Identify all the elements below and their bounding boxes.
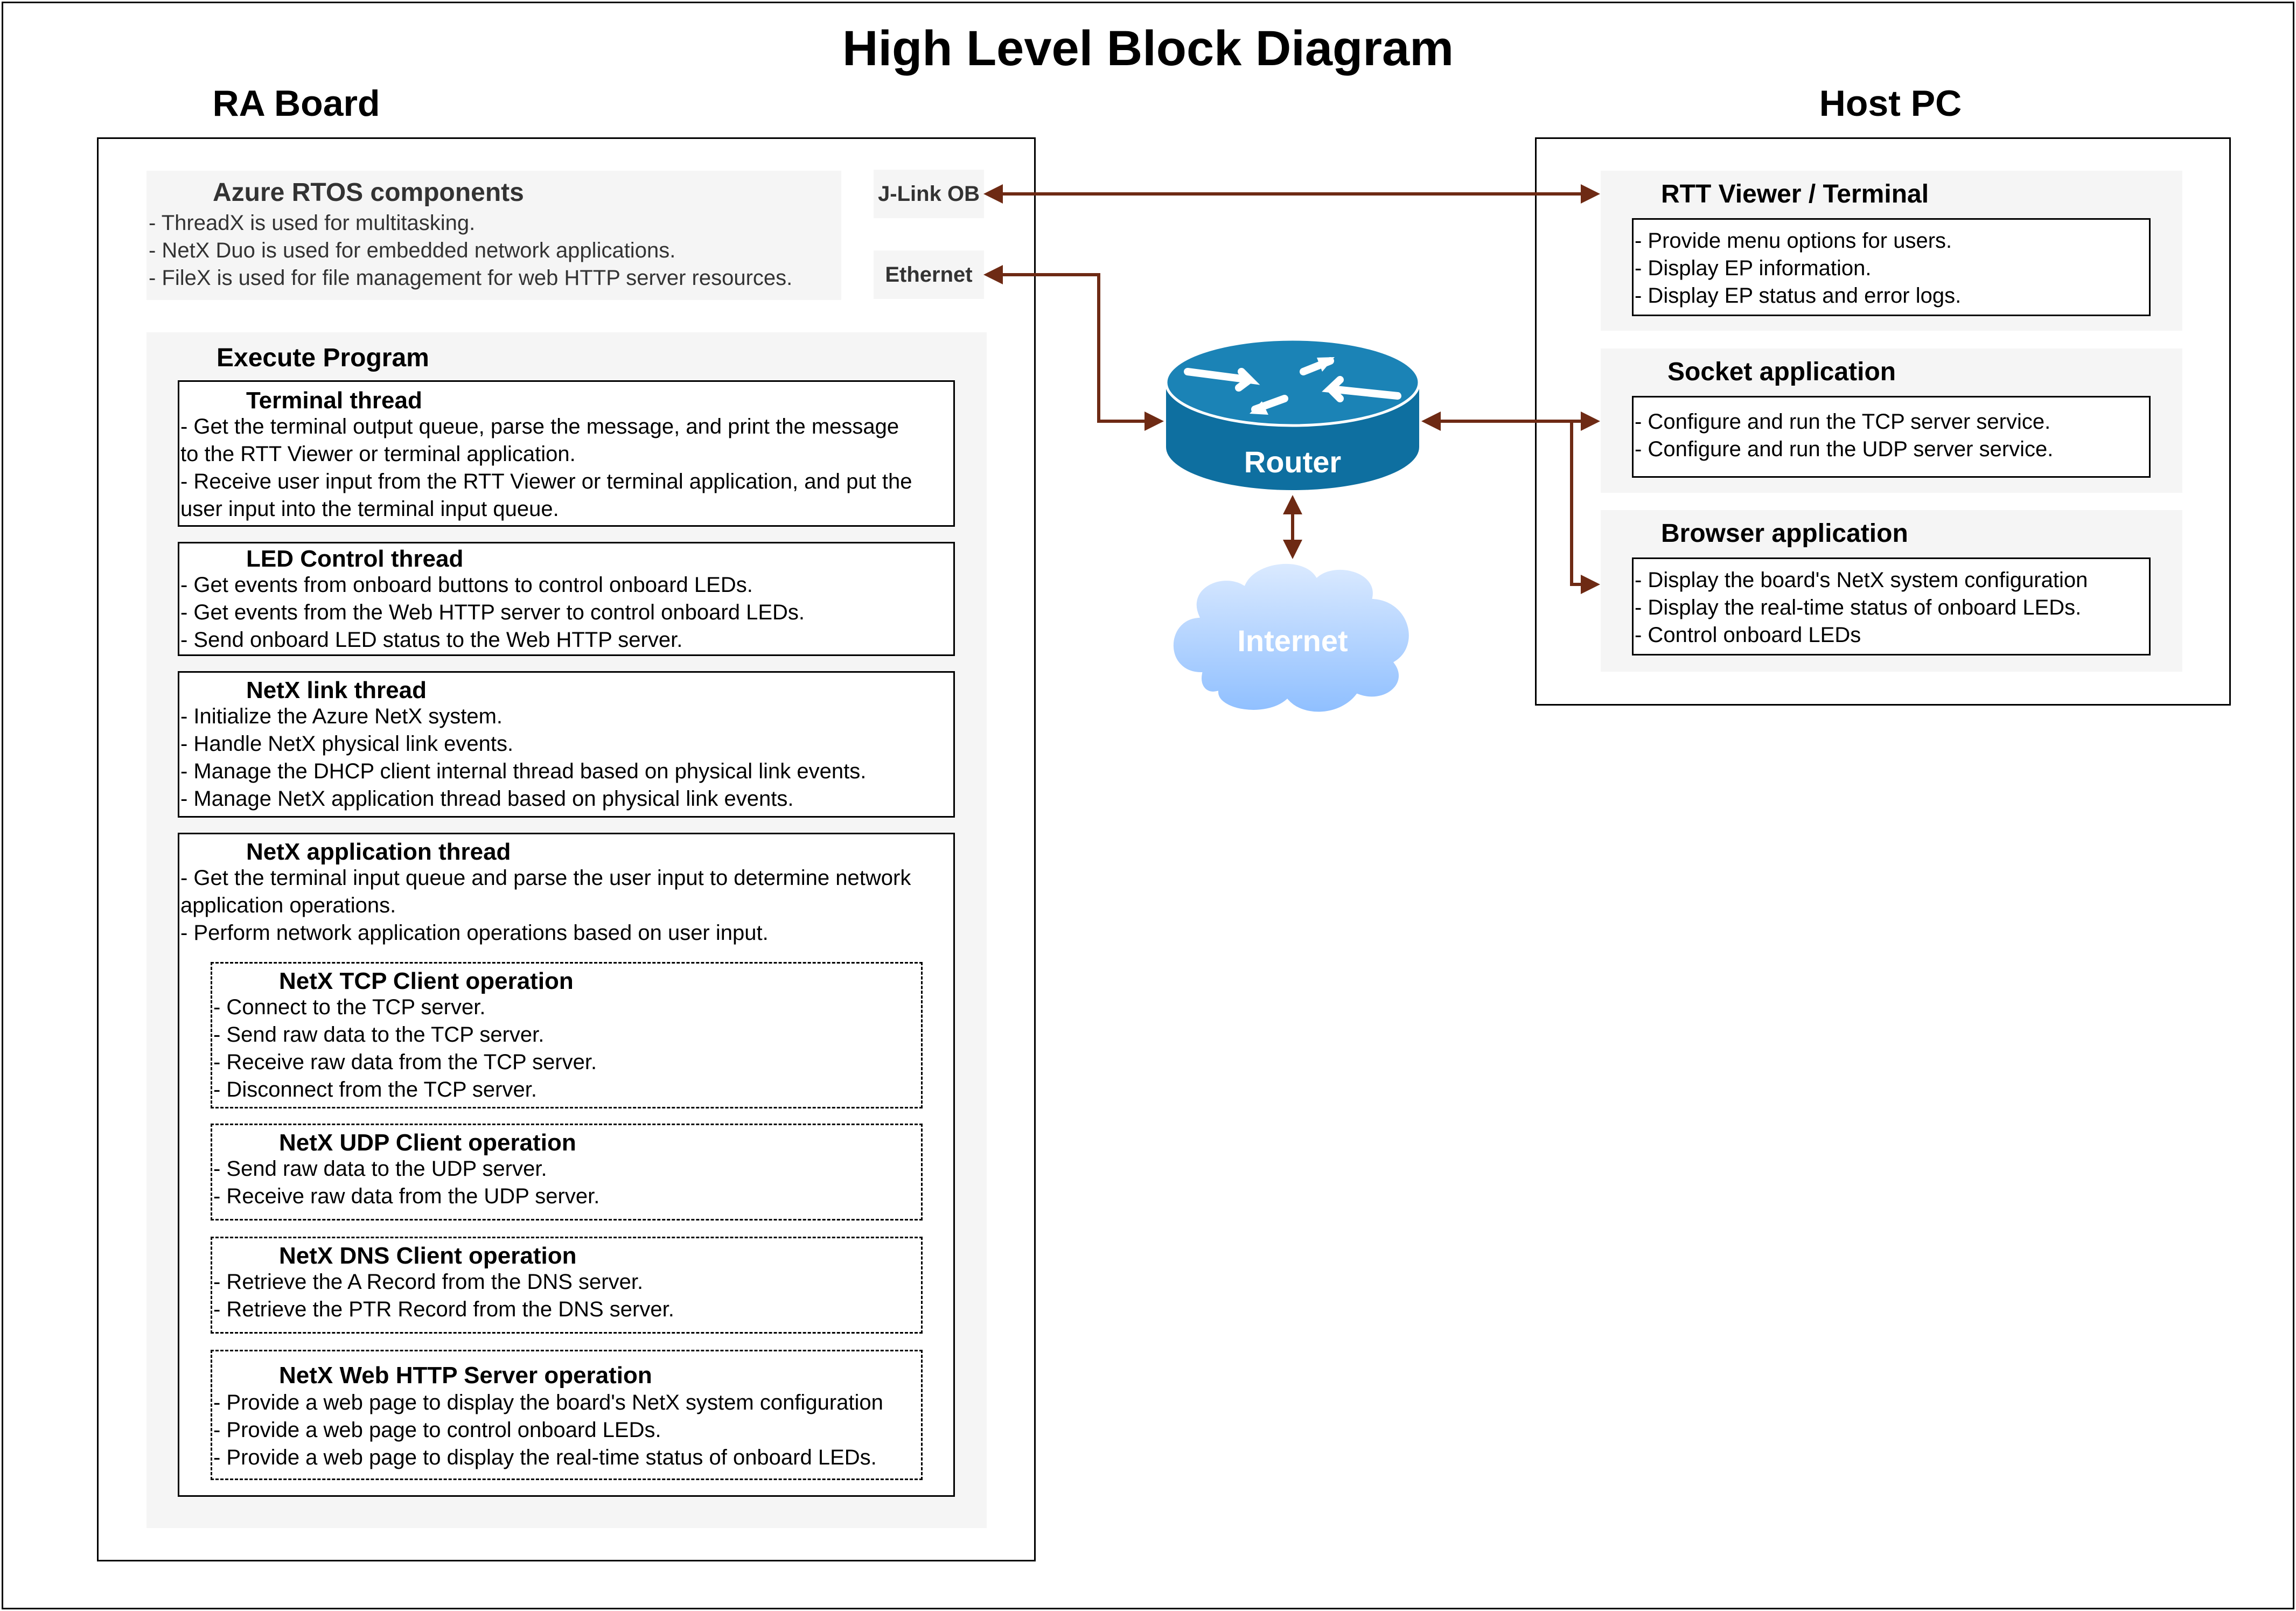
host-pc-label: Host PC bbox=[1819, 83, 1962, 124]
netx-link-thread-box: NetX link thread - Initialize the Azure … bbox=[178, 671, 955, 818]
socket-application-line: - Configure and run the TCP server servi… bbox=[1635, 410, 2051, 434]
terminal-thread-line: - Receive user input from the RTT Viewer… bbox=[180, 470, 912, 493]
rtt-viewer-line: - Display EP information. bbox=[1635, 256, 1872, 280]
azure-rtos-heading: Azure RTOS components bbox=[213, 178, 524, 207]
led-control-thread-line: - Send onboard LED status to the Web HTT… bbox=[180, 628, 683, 652]
rtt-viewer-box: - Provide menu options for users. - Disp… bbox=[1632, 218, 2151, 316]
netx-link-thread-line: - Manage NetX application thread based o… bbox=[180, 787, 794, 811]
netx-application-thread-line: application operations. bbox=[180, 894, 396, 917]
netx-link-thread-line: - Handle NetX physical link events. bbox=[180, 732, 514, 756]
netx-web-http-server-line: - Provide a web page to display the real… bbox=[213, 1446, 877, 1469]
terminal-thread-box: Terminal thread - Get the terminal outpu… bbox=[178, 380, 955, 527]
rtt-viewer-line: - Display EP status and error logs. bbox=[1635, 284, 1962, 308]
netx-udp-client-line: - Send raw data to the UDP server. bbox=[213, 1157, 547, 1181]
browser-application-box: - Display the board's NetX system config… bbox=[1632, 557, 2151, 655]
netx-web-http-server-heading: NetX Web HTTP Server operation bbox=[279, 1362, 652, 1389]
cloud-icon bbox=[1171, 561, 1411, 714]
netx-application-thread-line: - Get the terminal input queue and parse… bbox=[180, 866, 911, 890]
terminal-thread-heading: Terminal thread bbox=[246, 387, 422, 414]
netx-udp-client-line: - Receive raw data from the UDP server. bbox=[213, 1184, 600, 1208]
netx-udp-client-heading: NetX UDP Client operation bbox=[279, 1129, 576, 1156]
browser-application-line: - Display the real-time status of onboar… bbox=[1635, 596, 2082, 619]
netx-application-thread-heading: NetX application thread bbox=[246, 839, 511, 865]
terminal-thread-line: user input into the terminal input queue… bbox=[180, 497, 559, 521]
netx-tcp-client-box: NetX TCP Client operation - Connect to t… bbox=[211, 962, 923, 1108]
browser-application-line: - Display the board's NetX system config… bbox=[1635, 568, 2088, 592]
azure-line: - ThreadX is used for multitasking. bbox=[149, 211, 476, 235]
netx-dns-client-line: - Retrieve the A Record from the DNS ser… bbox=[213, 1270, 644, 1294]
led-control-thread-line: - Get events from onboard buttons to con… bbox=[180, 573, 753, 597]
netx-web-http-server-box: NetX Web HTTP Server operation - Provide… bbox=[211, 1350, 923, 1480]
internet-label: Internet bbox=[1237, 624, 1348, 658]
azure-line: - FileX is used for file management for … bbox=[149, 266, 793, 290]
ethernet-port: Ethernet bbox=[874, 250, 984, 299]
netx-link-thread-line: - Initialize the Azure NetX system. bbox=[180, 705, 503, 728]
netx-udp-client-box: NetX UDP Client operation - Send raw dat… bbox=[211, 1124, 923, 1221]
router-browser-connection bbox=[1570, 421, 1600, 594]
netx-link-thread-line: - Manage the DHCP client internal thread… bbox=[180, 759, 867, 783]
browser-application-line: - Control onboard LEDs bbox=[1635, 623, 1861, 647]
jlink-ob-port: J-Link OB bbox=[874, 170, 984, 218]
netx-tcp-client-line: - Connect to the TCP server. bbox=[213, 995, 486, 1019]
netx-link-thread-heading: NetX link thread bbox=[246, 677, 427, 703]
diagram-title: High Level Block Diagram bbox=[842, 21, 1454, 76]
netx-tcp-client-line: - Disconnect from the TCP server. bbox=[213, 1078, 537, 1101]
ethernet-router-connection bbox=[983, 265, 1164, 431]
terminal-thread-line: - Get the terminal output queue, parse t… bbox=[180, 415, 899, 438]
execute-program-heading: Execute Program bbox=[217, 344, 429, 372]
netx-web-http-server-line: - Provide a web page to control onboard … bbox=[213, 1418, 661, 1442]
netx-tcp-client-line: - Send raw data to the TCP server. bbox=[213, 1023, 545, 1047]
socket-application-box: - Configure and run the TCP server servi… bbox=[1632, 396, 2151, 478]
terminal-thread-line: to the RTT Viewer or terminal applicatio… bbox=[180, 442, 576, 466]
netx-web-http-server-line: - Provide a web page to display the boar… bbox=[213, 1391, 883, 1414]
browser-application-heading: Browser application bbox=[1661, 519, 1908, 548]
azure-rtos-panel: Azure RTOS components - ThreadX is used … bbox=[146, 171, 841, 300]
ra-board-label: RA Board bbox=[212, 83, 380, 124]
led-control-thread-heading: LED Control thread bbox=[246, 546, 464, 572]
rtt-viewer-line: - Provide menu options for users. bbox=[1635, 229, 1952, 253]
rtt-viewer-heading: RTT Viewer / Terminal bbox=[1661, 180, 1929, 208]
socket-application-heading: Socket application bbox=[1667, 358, 1896, 386]
netx-application-thread-line: - Perform network application operations… bbox=[180, 921, 769, 945]
netx-dns-client-line: - Retrieve the PTR Record from the DNS s… bbox=[213, 1298, 674, 1321]
netx-tcp-client-line: - Receive raw data from the TCP server. bbox=[213, 1050, 597, 1074]
router-icon bbox=[1164, 338, 1421, 490]
led-control-thread-line: - Get events from the Web HTTP server to… bbox=[180, 601, 805, 624]
netx-dns-client-box: NetX DNS Client operation - Retrieve the… bbox=[211, 1237, 923, 1334]
router-label: Router bbox=[1244, 445, 1342, 479]
netx-dns-client-heading: NetX DNS Client operation bbox=[279, 1243, 577, 1269]
led-control-thread-box: LED Control thread - Get events from onb… bbox=[178, 542, 955, 656]
netx-tcp-client-heading: NetX TCP Client operation bbox=[279, 968, 574, 994]
socket-application-line: - Configure and run the UDP server servi… bbox=[1635, 437, 2054, 461]
azure-line: - NetX Duo is used for embedded network … bbox=[149, 239, 676, 262]
